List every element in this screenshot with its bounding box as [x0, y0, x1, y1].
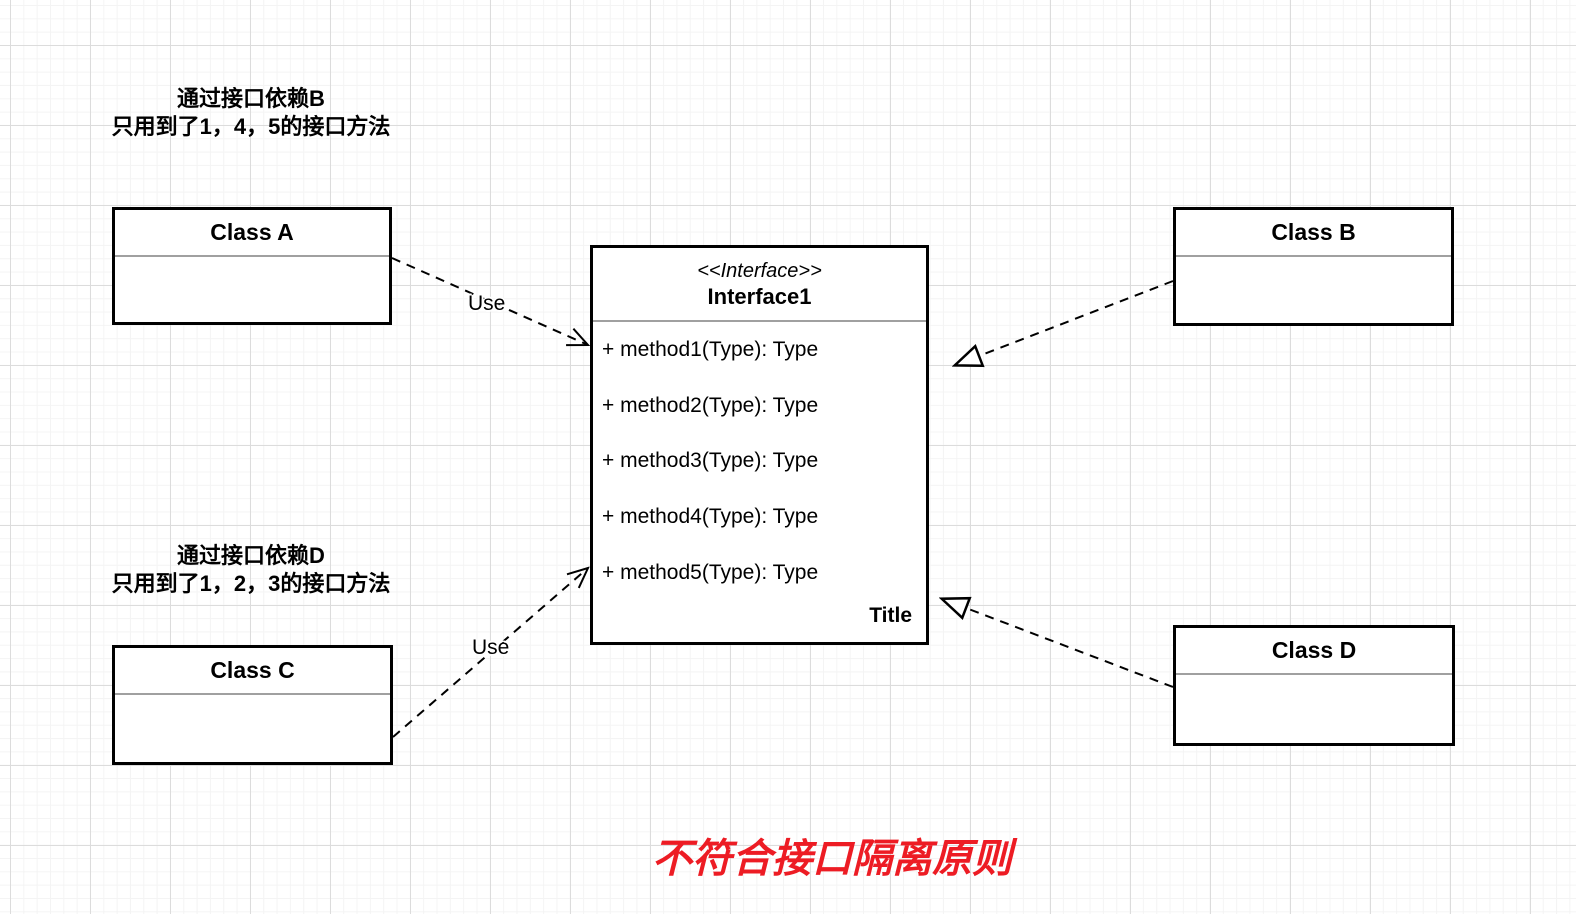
annotation-depends-b-line1: 通过接口依赖B — [177, 86, 325, 111]
edge-label-use-a: Use — [468, 292, 506, 315]
interface-method-1: + method1(Type): Type — [602, 337, 819, 361]
class-box-b: Class B — [1173, 207, 1454, 326]
class-d-title: Class D — [1176, 628, 1452, 675]
class-c-title: Class C — [115, 648, 390, 695]
class-box-a: Class A — [112, 207, 392, 325]
edge-label-use-c: Use — [472, 636, 510, 659]
interface-box: <<Interface>> Interface1 + method1(Type)… — [590, 245, 929, 645]
interface-footer-title: Title — [869, 604, 912, 627]
realization-edge-class-d-to-interface — [966, 608, 1174, 688]
class-a-title: Class A — [115, 210, 389, 257]
interface-method-5: + method5(Type): Type — [602, 561, 819, 585]
interface-method-3: + method3(Type): Type — [602, 449, 819, 473]
class-box-c: Class C — [112, 645, 393, 765]
class-b-title: Class B — [1176, 210, 1451, 257]
annotation-depends-b: 通过接口依赖B 只用到了1，4，5的接口方法 — [95, 85, 407, 141]
dependency-edge-class-a-to-interface — [391, 257, 588, 345]
realization-edge-class-b-to-interface — [979, 280, 1174, 356]
class-box-d: Class D — [1173, 625, 1455, 746]
interface-stereotype: <<Interface>> — [697, 260, 822, 282]
violation-note: 不符合接口隔离原则 — [652, 837, 1012, 881]
dependency-edge-class-c-to-interface — [392, 568, 588, 738]
annotation-depends-d-line1: 通过接口依赖D — [177, 543, 325, 568]
interface-method-2: + method2(Type): Type — [602, 393, 819, 417]
annotation-depends-b-line2: 只用到了1，4，5的接口方法 — [111, 114, 391, 139]
interface-method-4: + method4(Type): Type — [602, 505, 819, 529]
interface-header: <<Interface>> Interface1 — [593, 248, 926, 322]
annotation-depends-d-line2: 只用到了1，2，3的接口方法 — [111, 571, 391, 596]
annotation-depends-d: 通过接口依赖D 只用到了1，2，3的接口方法 — [95, 542, 407, 598]
interface-method-list: + method1(Type): Type + method2(Type): T… — [593, 322, 926, 601]
interface-name: Interface1 — [707, 284, 812, 309]
